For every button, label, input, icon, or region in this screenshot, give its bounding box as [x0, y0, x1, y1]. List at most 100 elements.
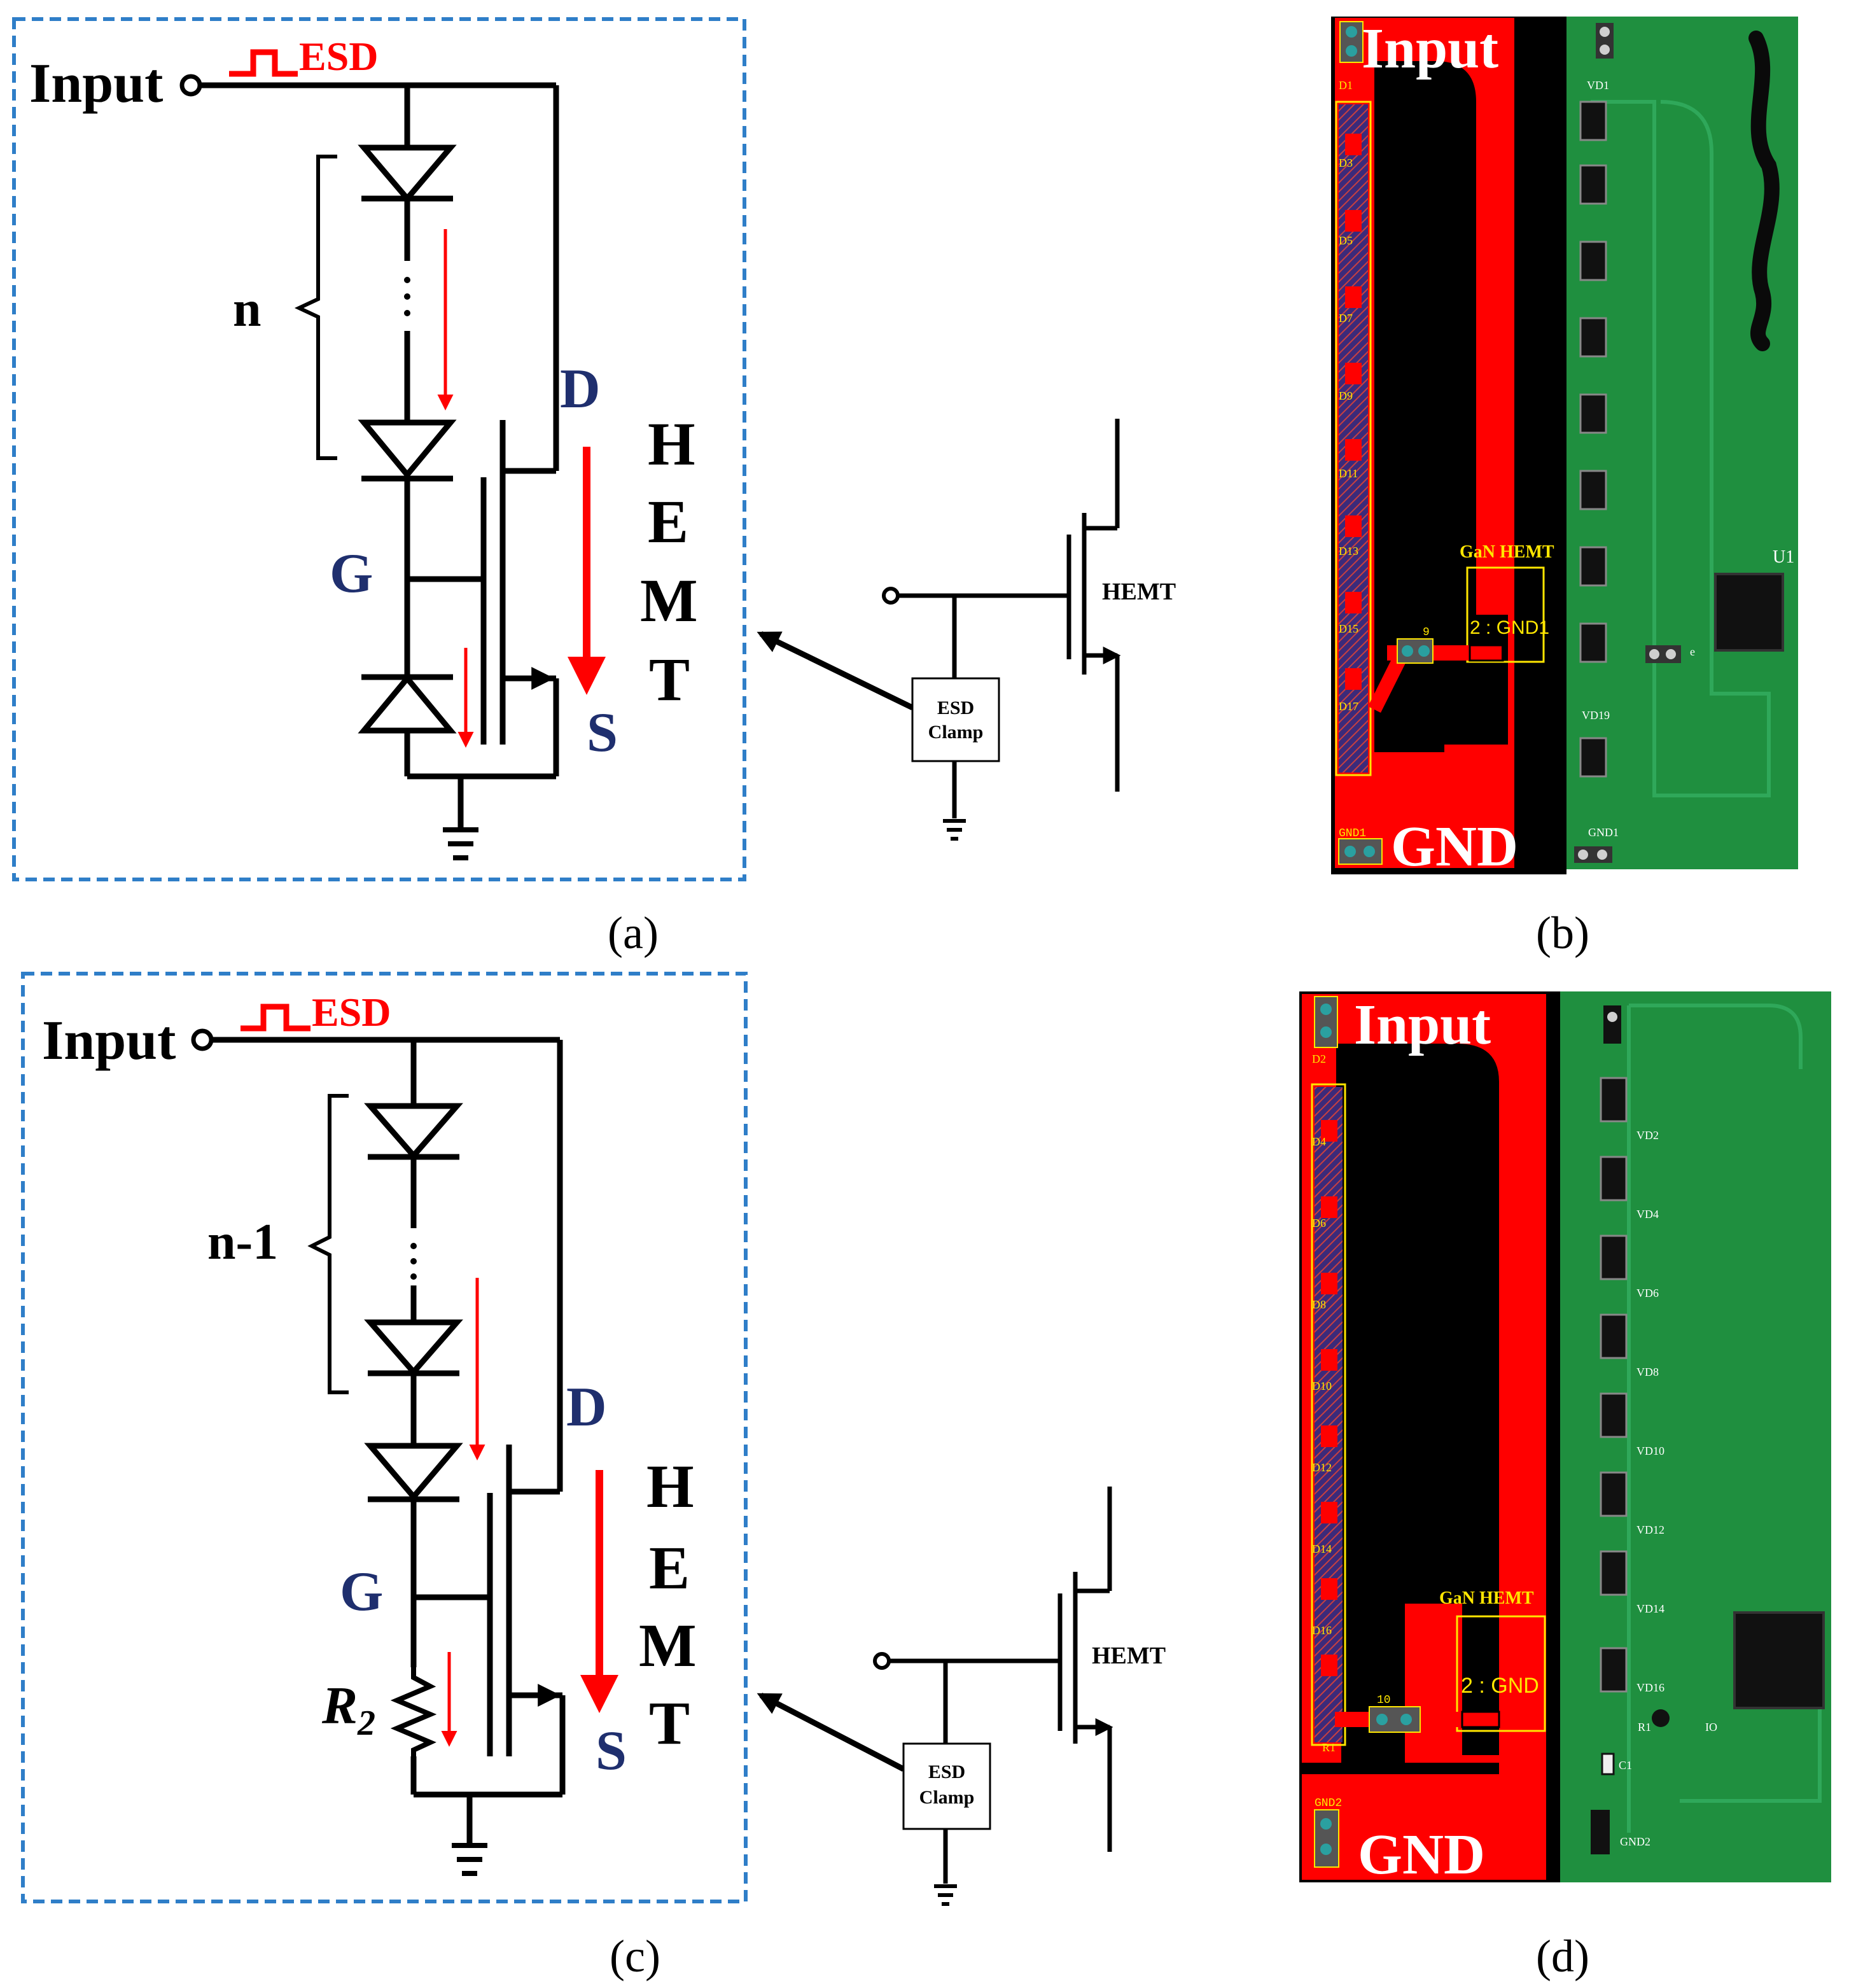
drain-label: D: [566, 1376, 607, 1438]
silk-gnd2: GND2: [1620, 1835, 1650, 1848]
panel-b: D1 D3 D5 D7 D9 D11 D13 D15 D17 Input GND…: [1331, 17, 1798, 958]
pcb-diode-pads: [1345, 134, 1362, 690]
inset-input-terminal: [873, 1652, 891, 1670]
designator: D13: [1339, 545, 1358, 557]
pcb-photo-trace: [1591, 100, 1771, 797]
pcb-input-connector: [1314, 996, 1338, 1048]
diode-count-bracket: [307, 1094, 349, 1394]
gate-label: G: [330, 543, 373, 605]
diode-count-bracket: [294, 155, 337, 460]
hemt-letter-t: T: [649, 1689, 690, 1757]
pcb-pad-label: 2 : GND1: [1470, 617, 1549, 638]
panel-a-dashed-box: [12, 17, 746, 881]
designator: D4: [1312, 1135, 1326, 1148]
designator: D10: [1312, 1380, 1332, 1392]
diode-n-minus-1-icon: [364, 1319, 463, 1376]
callout-arrow: [757, 1693, 905, 1772]
ground-icon: [443, 827, 478, 860]
pcb-diode-strip-outline: [1335, 101, 1372, 776]
caption-c: (c): [610, 1931, 660, 1982]
pcb-gnd-connector: [1338, 838, 1383, 865]
pcb-designators: D2 D4 D6 D8 D10 D12 D14 D16 R1: [1312, 1053, 1336, 1754]
input-label: Input: [42, 1010, 176, 1072]
designator: D17: [1339, 700, 1358, 713]
esd-clamp-box: [911, 677, 1000, 762]
designator: D16: [1312, 1624, 1332, 1637]
hemt-symbol: [480, 420, 555, 745]
esd-clamp-label-2: Clamp: [919, 1787, 975, 1808]
hemt-letter-h: H: [648, 410, 695, 478]
pcb-hemt-pads: [1397, 638, 1504, 664]
hemt-letter-t: T: [649, 645, 690, 713]
esd-label: ESD: [299, 34, 379, 79]
silk-label: VD2: [1636, 1129, 1659, 1142]
pcb-photo-diodes: [1579, 101, 1607, 778]
caption-b: (b): [1536, 907, 1589, 958]
inset-ground-icon: [934, 1884, 957, 1906]
pcb-input-connector: [1339, 21, 1364, 63]
diode-count-label: n-1: [207, 1214, 278, 1270]
panel-c: Input ESD: [21, 972, 1166, 1982]
caption-d: (d): [1536, 1931, 1589, 1982]
diode-n-icon: [358, 419, 457, 482]
hemt-letter-m: M: [639, 1611, 697, 1679]
silk-io: IO: [1705, 1721, 1717, 1733]
pcb-designators: D1 D3 D5 D7 D9 D11 D13 D15 D17: [1339, 79, 1358, 713]
designator: D5: [1339, 234, 1353, 247]
drain-label: D: [560, 358, 601, 420]
ellipsis-dots: [410, 1243, 417, 1280]
pcb-gnd-connector: [1314, 1809, 1339, 1868]
resistor-r2-icon: [390, 1667, 437, 1758]
pcb-photo-header: [1574, 23, 1681, 863]
designator: D9: [1339, 389, 1353, 402]
diode-1-icon: [358, 144, 457, 203]
pcb-photo-silk: VD1 VD19 GND1 U1 e: [1582, 79, 1794, 839]
resistor-subscript: 2: [357, 1704, 375, 1743]
pcb-gnd-label: GND: [1391, 815, 1518, 878]
source-label: S: [587, 702, 618, 764]
inset-ground-icon: [943, 819, 966, 841]
hemt-letter-h: H: [646, 1452, 694, 1520]
input-terminal: [179, 74, 202, 97]
designator: D6: [1312, 1217, 1326, 1229]
pcb-input-label: Input: [1362, 17, 1498, 80]
esd-pulse-icon: [241, 1004, 310, 1032]
resistor-r: R: [321, 1676, 358, 1735]
pcb-photo-header: [1591, 1005, 1670, 1854]
pcb-gnd-label: GND: [1358, 1823, 1485, 1886]
pcb-gnd-cutout: [1341, 1101, 1405, 1763]
input-terminal: [191, 1028, 214, 1051]
esd-clamp-label-1: ESD: [928, 1761, 965, 1782]
pcb-photo-diodes: [1600, 1077, 1628, 1693]
designator: D2: [1312, 1053, 1326, 1065]
diode-extra-icon: [364, 1443, 463, 1502]
inset-input-terminal: [882, 587, 900, 605]
pcb-photo-glue: [1748, 31, 1780, 351]
hemt-symbol: [487, 1445, 561, 1756]
designator: D12: [1312, 1461, 1332, 1474]
resistor-label: R2: [321, 1676, 375, 1743]
inset-hemt-label: HEMT: [1092, 1642, 1166, 1669]
esd-label: ESD: [312, 990, 391, 1035]
pcb-diode-pads: [1321, 1120, 1337, 1676]
pcb-diode-strip: [1315, 1087, 1343, 1742]
gate-label: G: [340, 1561, 383, 1623]
designator: D15: [1339, 622, 1358, 635]
inset-hemt-label: HEMT: [1102, 578, 1176, 605]
pcb-photo-hemt-chip: [1714, 573, 1784, 652]
panel-d: D2 D4 D6 D8 D10 D12 D14 D16 R1 Input GND…: [1299, 991, 1831, 1982]
silk-label: VD6: [1636, 1287, 1659, 1299]
diode-1-icon: [364, 1103, 463, 1160]
hemt-letter-m: M: [640, 566, 698, 634]
pcb-hemt-pads: [1369, 1706, 1500, 1733]
pcb-lower-cutout: [1302, 1763, 1499, 1774]
input-label: Input: [29, 53, 163, 115]
callout-arrow: [757, 631, 914, 711]
pcb-photo-hemt-chip: [1733, 1611, 1825, 1709]
silk-c1: C1: [1619, 1759, 1632, 1772]
pcb-gnd-ref: GND2: [1315, 1797, 1342, 1810]
pcb-pad-no: 9: [1423, 626, 1430, 639]
pcb-trace-diag: [1368, 655, 1406, 713]
pcb-gnd-ref: GND1: [1339, 827, 1366, 840]
